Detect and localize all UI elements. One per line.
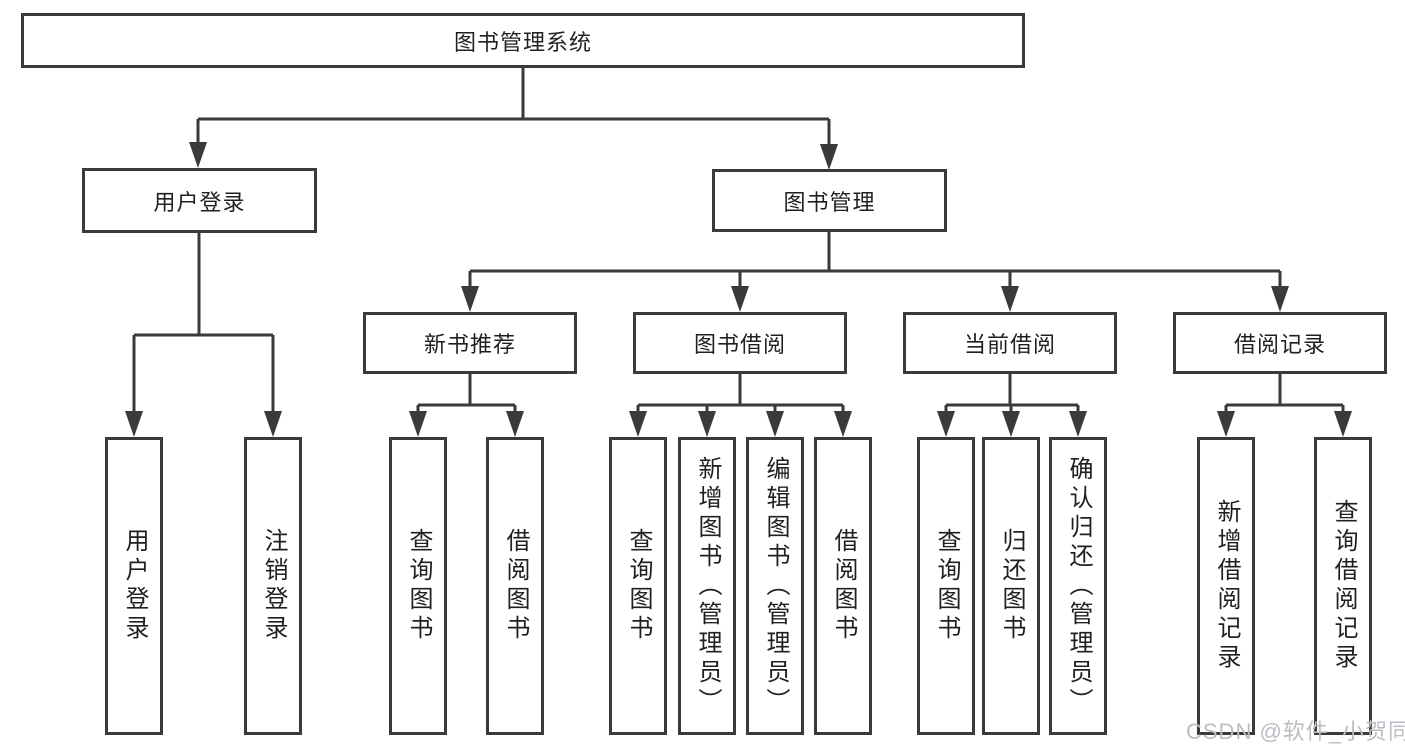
node-label: 查询图书 <box>933 528 960 644</box>
arrowhead-icon <box>506 411 524 437</box>
leaf-recommend-search-books: 查询图书 <box>389 437 447 735</box>
node-label: 图书借阅 <box>693 332 786 357</box>
node-label: 新书推荐 <box>423 332 516 357</box>
connector-root-to-level1 <box>196 68 831 152</box>
arrowhead-icon <box>1069 411 1087 437</box>
arrowhead-icon <box>820 144 838 170</box>
node-label: 归还图书 <box>998 528 1025 644</box>
node-user-login: 用户登录 <box>82 168 317 233</box>
node-current-borrowing: 当前借阅 <box>903 312 1117 374</box>
node-label: 确认归还（管理员） <box>1065 455 1092 717</box>
node-label: 查询图书 <box>625 528 652 644</box>
leaf-borrowing-edit-books-admin: 编辑图书（管理员） <box>746 437 804 735</box>
node-book-management: 图书管理 <box>712 169 947 232</box>
arrowhead-icon <box>834 411 852 437</box>
node-label: 新增借阅记录 <box>1213 499 1240 673</box>
node-borrowing-records: 借阅记录 <box>1173 312 1387 374</box>
node-book-borrowing: 图书借阅 <box>633 312 847 374</box>
leaf-records-add-borrow-record: 新增借阅记录 <box>1197 437 1255 735</box>
leaf-borrowing-borrow-books: 借阅图书 <box>814 437 872 735</box>
arrowhead-icon <box>1001 286 1019 312</box>
arrowhead-icon <box>698 411 716 437</box>
leaf-current-search-books: 查询图书 <box>917 437 975 735</box>
node-label: 借阅图书 <box>502 528 529 644</box>
leaf-records-search-borrow-record: 查询借阅记录 <box>1314 437 1372 735</box>
node-label: 用户登录 <box>121 528 148 644</box>
node-label: 注销登录 <box>260 528 287 644</box>
connector-borrowing-to-leaves <box>636 374 845 419</box>
arrowhead-icon <box>629 411 647 437</box>
arrowhead-icon <box>731 286 749 312</box>
arrowhead-icon <box>189 142 207 168</box>
connector-records-to-leaves <box>1224 374 1345 419</box>
node-new-book-recommendation: 新书推荐 <box>363 312 577 374</box>
watermark-csdn: CSDN @软件_小贺同学 <box>1186 719 1405 744</box>
leaf-current-confirm-return-admin: 确认归还（管理员） <box>1049 437 1107 735</box>
connector-userlogin-to-leaves <box>132 233 275 419</box>
node-label: 查询借阅记录 <box>1330 499 1357 673</box>
leaf-recommend-borrow-books: 借阅图书 <box>486 437 544 735</box>
arrowhead-icon <box>1217 411 1235 437</box>
node-label: 查询图书 <box>405 528 432 644</box>
node-label: 当前借阅 <box>963 332 1056 357</box>
arrowhead-icon <box>766 411 784 437</box>
leaf-borrowing-search-books: 查询图书 <box>609 437 667 735</box>
leaf-borrowing-add-books-admin: 新增图书（管理员） <box>678 437 736 735</box>
node-label: 图书管理系统 <box>453 29 592 55</box>
arrowhead-icon <box>461 286 479 312</box>
leaf-user-login: 用户登录 <box>105 437 163 735</box>
arrowheads <box>125 142 1352 437</box>
arrowhead-icon <box>264 411 282 437</box>
node-label: 用户登录 <box>153 189 246 215</box>
arrowhead-icon <box>125 411 143 437</box>
node-label: 借阅图书 <box>830 528 857 644</box>
arrowhead-icon <box>1334 411 1352 437</box>
leaf-current-return-books: 归还图书 <box>982 437 1040 735</box>
leaf-logout: 注销登录 <box>244 437 302 735</box>
arrowhead-icon <box>1271 286 1289 312</box>
arrowhead-icon <box>409 411 427 437</box>
node-label: 借阅记录 <box>1233 332 1326 357</box>
arrowhead-icon <box>937 411 955 437</box>
node-root-library-system: 图书管理系统 <box>21 13 1025 68</box>
node-label: 编辑图书（管理员） <box>762 455 789 717</box>
connector-bookmgmt-to-level2 <box>468 232 1282 294</box>
arrowhead-icon <box>1002 411 1020 437</box>
node-label: 图书管理 <box>783 189 876 215</box>
node-label: 新增图书（管理员） <box>694 455 721 717</box>
connector-recommend-to-leaves <box>416 374 517 419</box>
